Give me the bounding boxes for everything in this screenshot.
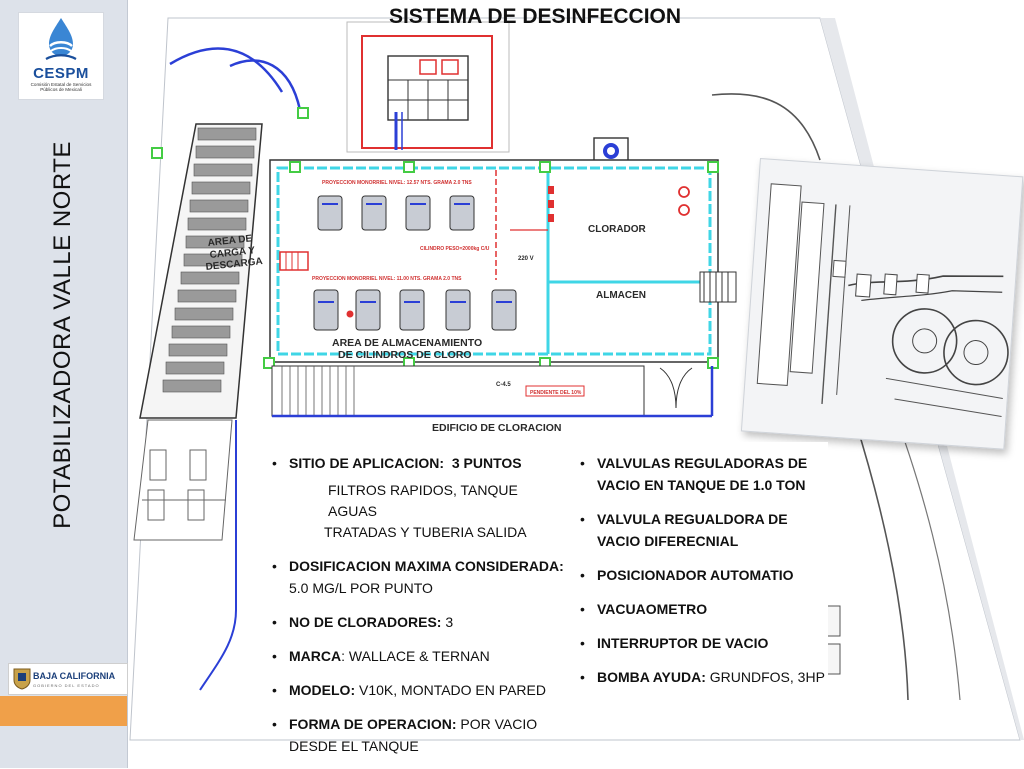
plant-name-title: POTABILIZADORA VALLE NORTE — [49, 141, 76, 529]
spec-application-site-detail: FILTROS RAPIDOS, TANQUE AGUAS TRATADAS Y… — [324, 482, 527, 540]
entry-stairs — [699, 271, 737, 303]
specs-right-column: VALVULAS REGULADORAS DE VACIO EN TANQUE … — [576, 452, 826, 700]
system-specifications: SITIO DE APLICACION: 3 PUNTOS FILTROS RA… — [256, 442, 828, 754]
cespm-logo-subtitle: Comisión Estatal de Servicios Públicos d… — [30, 82, 92, 93]
slide-title: SISTEMA DE DESINFECCION — [388, 5, 682, 28]
slope-tag: PENDIENTE DEL 10% — [530, 390, 582, 396]
road-right-edge — [711, 93, 821, 161]
level-note-mid: PROYECCION MONORRIEL NIVEL: 11.00 NTS. G… — [312, 276, 462, 282]
state-seal-icon — [13, 668, 31, 690]
building-label: EDIFICIO DE CLORACION — [432, 422, 562, 434]
spec-max-dosage: DOSIFICACION MAXIMA CONSIDERADA: 5.0 MG/… — [268, 555, 568, 599]
column-markers — [151, 107, 719, 369]
cespm-logo: CESPM Comisión Estatal de Servicios Públ… — [18, 12, 104, 100]
chlorination-building — [269, 159, 719, 363]
spec-operation-mode: FORMA DE OPERACION: POR VACIO DESDE EL T… — [268, 713, 568, 757]
state-logo-name: BAJA CALIFORNIA — [33, 671, 116, 681]
spec-automatic-positioner: POSICIONADOR AUTOMATIO — [576, 564, 826, 586]
road-right-edge-2 — [854, 419, 909, 701]
truck-drawing — [133, 419, 233, 541]
top-building-outline — [346, 21, 510, 153]
chlorine-cylinders-top-row — [317, 195, 475, 231]
chlorinator-installation-drawing — [740, 158, 1024, 450]
spec-vacuum-regulating-valves: VALVULAS REGULADORAS DE VACIO EN TANQUE … — [576, 452, 826, 496]
storage-area-label-2: DE CILINDROS DE CLORO — [338, 349, 472, 361]
loading-area-label-1: AREA DE — [207, 233, 253, 249]
almacen-room-label: ALMACEN — [596, 290, 646, 301]
top-building-red-wall — [361, 35, 493, 149]
spec-application-site: SITIO DE APLICACION: 3 PUNTOS — [268, 452, 568, 474]
column-tag: C-4.5 — [496, 382, 511, 388]
spec-vacuum-switch: INTERRUPTOR DE VACIO — [576, 632, 826, 654]
chlorinator-equipment-icon — [756, 183, 1009, 417]
spec-booster-pump: BOMBA AYUDA: GRUNDFOS, 3HP — [576, 666, 826, 688]
state-logo-subtitle: GOBIERNO DEL ESTADO — [33, 683, 100, 688]
storage-area-label-1: AREA DE ALMACENAMIENTO — [332, 337, 482, 349]
road-left-curve — [169, 47, 284, 93]
spec-brand: MARCA: WALLACE & TERNAN — [268, 645, 568, 667]
solar-panels — [162, 127, 257, 393]
lower-ramp — [271, 365, 645, 417]
chlorine-cylinders-bottom-row — [313, 289, 517, 331]
spec-vacuum-gauge: VACUAOMETRO — [576, 598, 826, 620]
water-drop-icon — [45, 18, 77, 60]
spec-chlorinator-count: NO DE CLORADORES: 3 — [268, 611, 568, 633]
voltage-tag: 220 V — [518, 256, 534, 262]
accent-bar — [0, 696, 127, 726]
specs-left-column: SITIO DE APLICACION: 3 PUNTOS FILTROS RA… — [268, 452, 568, 769]
level-note-top: PROYECCION MONORRIEL NIVEL: 12.57 NTS. G… — [322, 180, 472, 186]
clorador-room-label: CLORADOR — [588, 224, 647, 235]
spec-differential-valve: VALVULA REGUALDORA DE VACIO DIFERECNIAL — [576, 508, 826, 552]
loading-area-label-2: CARGA Y — [209, 245, 256, 261]
sidebar: CESPM Comisión Estatal de Servicios Públ… — [0, 0, 128, 768]
road-left-curve-2 — [229, 59, 302, 111]
spec-model: MODELO: V10K, MONTADO EN PARED — [268, 679, 568, 701]
blue-boundary-left — [199, 420, 237, 691]
baja-california-logo: BAJA CALIFORNIA GOBIERNO DEL ESTADO — [8, 663, 128, 695]
cylinders-note: CILINDRO PESO=2000kg C/U — [420, 246, 490, 252]
cespm-logo-name: CESPM — [33, 65, 89, 82]
